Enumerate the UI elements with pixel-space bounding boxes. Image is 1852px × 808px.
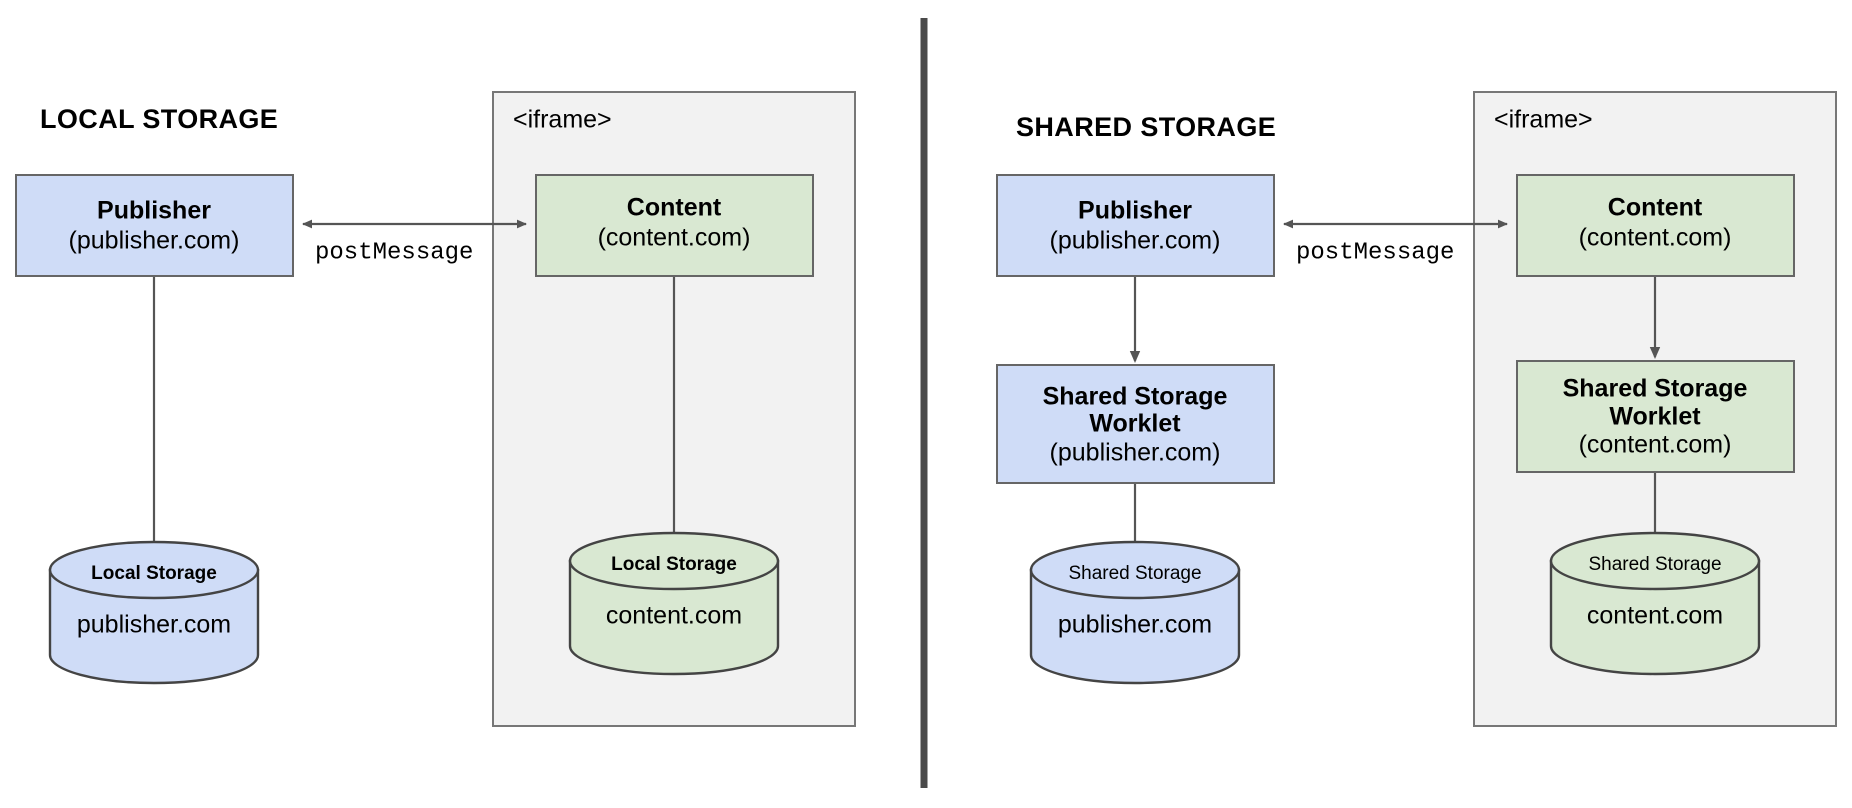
right-publisher-worklet-title-line1: Shared Storage <box>1043 383 1228 411</box>
right-publisher-box-subtitle: (publisher.com) <box>1050 227 1221 255</box>
right-content-box <box>1516 174 1795 277</box>
right-publisher-storage-body-label: publisher.com <box>1058 611 1212 639</box>
right-publisher-storage-cap-label: Shared Storage <box>1068 563 1201 584</box>
right-content-worklet-title-line2: Worklet <box>1609 403 1701 431</box>
left-content-storage-cylinder: Local Storage content.com <box>568 531 780 676</box>
left-iframe-label: <iframe> <box>513 106 612 134</box>
left-publisher-box-subtitle: (publisher.com) <box>69 227 240 255</box>
right-content-storage-cylinder: Shared Storage content.com <box>1549 531 1761 676</box>
right-content-box-subtitle: (content.com) <box>1579 224 1732 252</box>
right-iframe-label: <iframe> <box>1494 106 1593 134</box>
right-publisher-storage-cylinder: Shared Storage publisher.com <box>1029 540 1241 685</box>
left-content-box <box>535 174 814 277</box>
left-publisher-box-title: Publisher <box>97 197 211 225</box>
left-publisher-storage-cap-label: Local Storage <box>91 563 217 584</box>
left-section-title: LOCAL STORAGE <box>40 104 278 134</box>
right-content-storage-body-label: content.com <box>1587 602 1723 630</box>
left-publisher-box <box>15 174 294 277</box>
left-publisher-storage-cylinder: Local Storage publisher.com <box>48 540 260 685</box>
right-publisher-worklet-title-line2: Worklet <box>1089 410 1181 438</box>
left-content-box-title: Content <box>627 194 722 222</box>
right-content-worklet-title-line1: Shared Storage <box>1563 375 1748 403</box>
right-content-worklet-subtitle: (content.com) <box>1579 431 1732 459</box>
right-content-worklet-box <box>1516 360 1795 473</box>
right-publisher-worklet-subtitle: (publisher.com) <box>1050 439 1221 467</box>
right-publisher-worklet-box <box>996 364 1275 484</box>
right-content-storage-cap-label: Shared Storage <box>1588 554 1721 575</box>
right-section-title: SHARED STORAGE <box>1016 112 1276 142</box>
left-postmessage-label: postMessage <box>315 239 473 266</box>
right-publisher-box-title: Publisher <box>1078 197 1192 225</box>
right-publisher-box <box>996 174 1275 277</box>
left-content-storage-body-label: content.com <box>606 602 742 630</box>
right-postmessage-label: postMessage <box>1296 239 1454 266</box>
left-content-box-subtitle: (content.com) <box>598 224 751 252</box>
left-content-storage-cap-label: Local Storage <box>611 554 737 575</box>
left-publisher-storage-body-label: publisher.com <box>77 611 231 639</box>
right-content-box-title: Content <box>1608 194 1703 222</box>
